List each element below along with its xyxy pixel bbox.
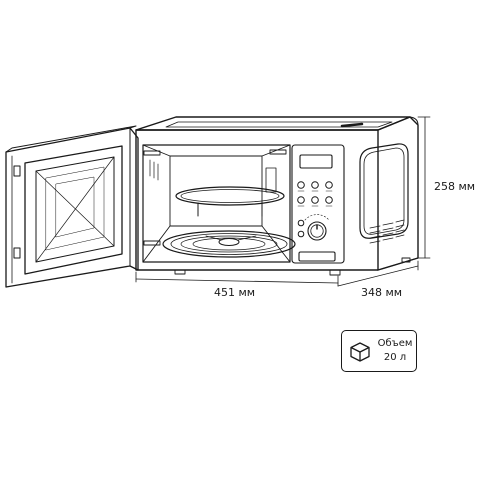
panel-buttons <box>297 181 333 238</box>
top-slot <box>340 122 364 128</box>
volume-badge: Объем 20 л <box>341 330 417 372</box>
control-panel <box>291 144 345 264</box>
width-dimension-label: 451 мм <box>214 286 255 299</box>
volume-text: Объем 20 л <box>375 337 415 365</box>
control-knob <box>304 214 330 241</box>
microwave-body <box>135 116 419 276</box>
volume-value: 20 л <box>383 352 407 363</box>
oven-cavity <box>142 144 291 263</box>
open-door <box>5 125 139 288</box>
depth-dimension-label: 348 мм <box>361 286 402 299</box>
door-release-button <box>298 251 336 262</box>
turntable <box>162 230 296 258</box>
grill-rack <box>175 186 285 217</box>
dimension-lines <box>135 116 431 287</box>
display-screen <box>299 154 333 169</box>
height-dimension-label: 258 мм <box>434 180 475 193</box>
volume-label: Объем <box>377 338 413 349</box>
side-vent <box>359 143 409 244</box>
cube-icon <box>350 342 370 362</box>
